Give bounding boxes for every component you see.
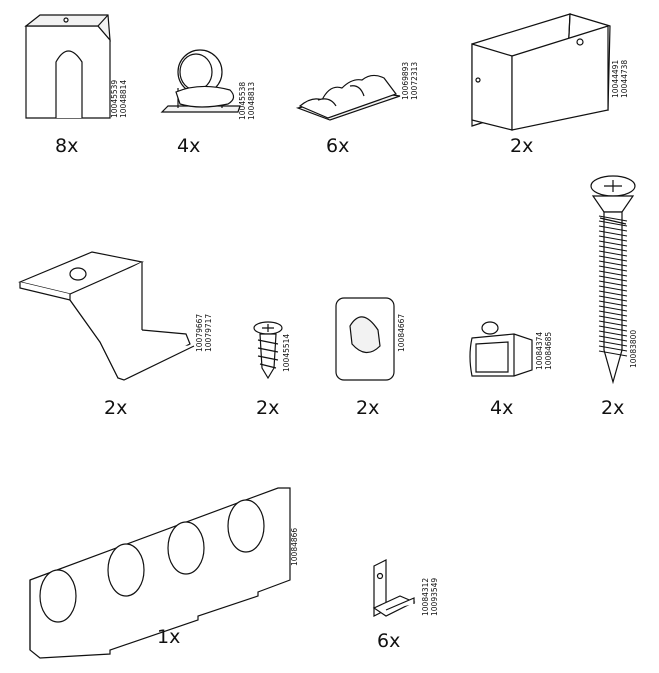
screw-thread-line — [599, 311, 627, 316]
screw-thread-line — [599, 261, 627, 266]
screw-thread-line — [599, 216, 627, 221]
screw-thread-line — [599, 301, 627, 306]
screw-thread-line — [599, 281, 627, 286]
screw-thread-line — [599, 231, 627, 236]
screw-thread-line — [599, 276, 627, 281]
quantity-label: 2x — [356, 397, 380, 419]
screw-thread-line — [599, 251, 627, 256]
screw-thread-line — [599, 321, 627, 326]
screw-thread-line — [599, 306, 627, 311]
screw-thread-line — [599, 336, 627, 341]
quantity-label: 2x — [601, 397, 625, 419]
screw-thread-line — [599, 226, 627, 231]
screw-thread-line — [599, 331, 627, 336]
screw-thread-line — [599, 246, 627, 251]
screw-thread-line — [599, 296, 627, 301]
screw-thread-line — [599, 221, 627, 226]
screw-thread-line — [599, 266, 627, 271]
screw-thread-line — [599, 291, 627, 296]
screw-thread-line — [599, 351, 627, 356]
quantity-label: 4x — [490, 397, 514, 419]
quantity-label: 2x — [510, 135, 534, 157]
screw-thread-line — [599, 346, 627, 351]
screw-thread-line — [599, 341, 627, 346]
screw-thread-line — [599, 286, 627, 291]
quantity-label: 4x — [177, 135, 201, 157]
quantity-label: 2x — [256, 397, 280, 419]
quantity-label: 1x — [157, 626, 181, 648]
quantity-label: 2x — [104, 397, 128, 419]
screw-thread-line — [599, 326, 627, 331]
screw-thread-line — [599, 256, 627, 261]
screw-thread-line — [599, 236, 627, 241]
screw-thread-line — [599, 241, 627, 246]
quantity-label: 6x — [377, 630, 401, 652]
screw-thread-line — [599, 316, 627, 321]
screw-thread-line — [599, 271, 627, 276]
quantity-label: 6x — [326, 135, 350, 157]
quantity-label: 8x — [55, 135, 79, 157]
